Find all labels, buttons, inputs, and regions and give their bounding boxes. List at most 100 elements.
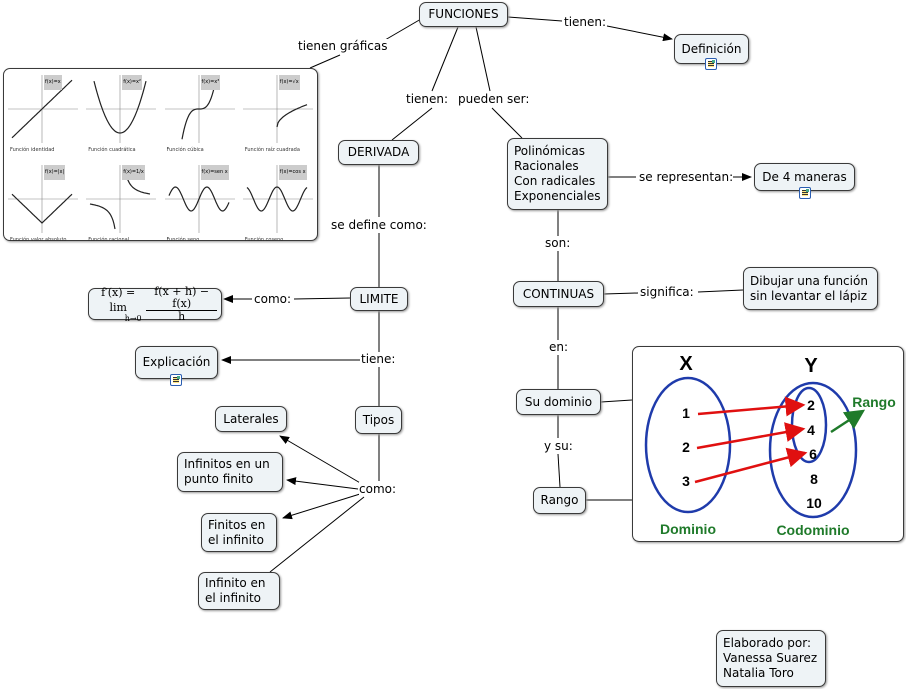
node-elaborado[interactable]: Elaborado por: Vanessa Suarez Natalia To…	[716, 630, 826, 687]
graph-thumbnail: f(x)=sen x Función seno	[161, 159, 239, 249]
graph-caption: Función valor absoluto	[10, 237, 67, 243]
codomain-value: 8	[810, 471, 818, 487]
node-cuatro-maneras[interactable]: De 4 maneras	[754, 163, 855, 191]
graph-plot	[86, 75, 157, 143]
link-label: en:	[549, 340, 569, 354]
sets-mapping-image[interactable]: X Y 1 2 3 2 4 6 8 10 Rango Dominio Codom…	[632, 346, 904, 542]
node-tipos[interactable]: Tipos	[355, 406, 402, 434]
node-label: Dibujar una función sin levantar el lápi…	[750, 273, 868, 303]
domain-value: 2	[682, 439, 690, 455]
mapping-arrow	[697, 396, 806, 417]
formula-numerator: f(x + h) − f(x)	[146, 285, 217, 311]
node-finitos-infinito[interactable]: Finitos en el infinito	[201, 513, 277, 552]
graph-plot	[164, 75, 235, 143]
codomain-ellipse	[768, 381, 858, 519]
graph-plot	[242, 75, 313, 143]
node-label: CONTINUAS	[522, 286, 595, 301]
graph-caption: Función racional	[88, 237, 130, 243]
node-label: Tipos	[362, 412, 395, 427]
node-label: Laterales	[223, 411, 279, 426]
graph-thumbnail: f(x)=x³ Función cúbica	[161, 69, 239, 159]
node-continuas[interactable]: CONTINUAS	[513, 281, 604, 307]
graph-caption: Función raíz cuadrada	[244, 147, 300, 153]
formula-limit-sub: h→0	[124, 314, 142, 323]
node-label: Polinómicas Racionales Con radicales Exp…	[514, 144, 601, 203]
link-label: como:	[359, 482, 397, 496]
domain-value: 3	[682, 473, 690, 489]
graph-plot	[8, 75, 79, 143]
node-tipos-funcion[interactable]: Polinómicas Racionales Con radicales Exp…	[507, 138, 608, 210]
graph-equation: f(x)=1/x	[122, 165, 145, 180]
node-funciones[interactable]: FUNCIONES	[419, 2, 508, 27]
graph-equation: f(x)=|x|	[44, 165, 66, 180]
link-label: tienen:	[564, 15, 607, 29]
link-label: tiene:	[361, 352, 396, 366]
node-label: Infinito en el infinito	[205, 576, 266, 605]
graph-plot	[8, 165, 79, 233]
graph-caption: Función cúbica	[166, 147, 204, 153]
node-infinitos-punto-finito[interactable]: Infinitos en un punto finito	[177, 452, 283, 492]
graph-caption: Función cuadrática	[88, 147, 136, 153]
codomain-value: 4	[807, 422, 815, 438]
domain-value: 1	[682, 405, 690, 421]
node-infinito-infinito[interactable]: Infinito en el infinito	[198, 572, 280, 610]
sets-diagram: X Y 1 2 3 2 4 6 8 10 Rango Dominio Codom…	[644, 353, 896, 538]
node-label: Su dominio	[524, 394, 593, 409]
range-arrow	[830, 409, 866, 434]
graph-caption: Función seno	[166, 237, 200, 243]
link-label: y su:	[544, 439, 573, 453]
domain-ellipse	[644, 376, 732, 514]
link-label: pueden ser:	[458, 92, 530, 106]
node-label: Infinitos en un punto finito	[184, 457, 270, 486]
node-label: FUNCIONES	[428, 7, 499, 21]
node-su-dominio[interactable]: Su dominio	[516, 389, 601, 415]
node-label: Finitos en el infinito	[208, 517, 266, 547]
graph-caption: Función coseno	[244, 237, 284, 243]
graph-equation: f(x)=x	[44, 75, 62, 90]
graph-thumbnail: f(x)=x² Función cuadrática	[82, 69, 160, 159]
codomain-value: 6	[809, 446, 817, 462]
graph-equation: f(x)=sen x	[200, 165, 229, 180]
x-set-label: X	[679, 353, 693, 375]
link-label: significa:	[640, 285, 694, 299]
formula-denominator: h	[178, 309, 186, 323]
node-label: Rango	[540, 493, 579, 507]
node-label: Definición	[681, 41, 742, 56]
graph-plot	[86, 165, 157, 233]
codomain-value: 10	[806, 495, 822, 511]
graph-equation: f(x)=x²	[122, 75, 143, 90]
graph-equation: f(x)=cos x	[278, 165, 307, 180]
graph-plot	[242, 165, 313, 233]
link-label: como:	[254, 292, 292, 306]
mapping-arrow	[696, 422, 806, 450]
node-label: LIMITE	[359, 291, 399, 306]
node-dibujar[interactable]: Dibujar una función sin levantar el lápi…	[743, 267, 878, 310]
node-limite[interactable]: LIMITE	[350, 287, 408, 311]
node-derivada[interactable]: DERIVADA	[338, 140, 419, 165]
note-resource-icon[interactable]	[799, 187, 811, 199]
node-explicacion[interactable]: Explicación	[135, 346, 218, 379]
rango-label: Rango	[852, 394, 896, 410]
link-label: tienen gráficas	[298, 39, 388, 53]
node-laterales[interactable]: Laterales	[215, 406, 287, 432]
y-set-label: Y	[804, 355, 818, 377]
node-rango[interactable]: Rango	[533, 487, 586, 514]
note-resource-icon[interactable]	[170, 374, 182, 386]
node-label: Explicación	[142, 355, 211, 369]
codomain-value: 2	[807, 397, 815, 413]
graph-thumbnail: f(x)=cos x Función coseno	[239, 159, 317, 249]
link-label: tienen:	[406, 92, 449, 106]
graph-equation: f(x)=x³	[200, 75, 221, 90]
graph-plot	[164, 165, 235, 233]
graph-equation: f(x)=√x	[278, 75, 300, 90]
node-label: DERIVADA	[347, 145, 410, 159]
node-formula[interactable]: f′(x) = lim h→0 f(x + h) − f(x) h	[88, 285, 222, 323]
note-resource-icon[interactable]	[705, 58, 717, 70]
node-definicion[interactable]: Definición	[674, 34, 749, 64]
